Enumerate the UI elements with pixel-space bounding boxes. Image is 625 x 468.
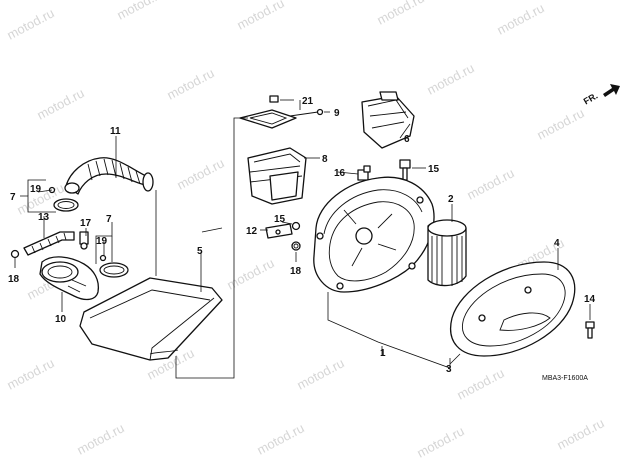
callout-2: 2 xyxy=(448,194,454,205)
part-16-grommet xyxy=(357,165,371,181)
watermark: motod.ru xyxy=(454,365,506,402)
callout-6: 6 xyxy=(404,134,410,145)
part-2-filter-element xyxy=(427,219,467,287)
callout-16: 16 xyxy=(334,168,346,179)
callout-10: 10 xyxy=(55,314,67,325)
callout-4: 4 xyxy=(554,238,560,249)
watermark: motod.ru xyxy=(534,105,586,142)
watermark: motod.ru xyxy=(424,60,476,97)
callout-15-lower: 15 xyxy=(274,214,286,225)
watermark: motod.ru xyxy=(234,0,286,33)
watermark: motod.ru xyxy=(164,65,216,102)
front-direction-indicator: FR. xyxy=(582,84,620,106)
callout-18-left: 18 xyxy=(8,274,20,285)
callout-7-upper: 7 xyxy=(10,192,16,203)
callout-12: 12 xyxy=(246,226,258,237)
callout-5: 5 xyxy=(197,246,203,257)
callout-14: 14 xyxy=(584,294,596,305)
watermark: motod.ru xyxy=(554,415,606,452)
callout-21: 21 xyxy=(302,96,314,107)
callout-labels: 11 7 19 13 17 7 19 18 10 5 21 9 8 16 6 1… xyxy=(8,96,596,375)
part-15-bolt-lower xyxy=(291,221,301,231)
watermark: motod.ru xyxy=(74,420,126,457)
watermark: motod.ru xyxy=(224,255,276,292)
watermark: motod.ru xyxy=(254,420,306,457)
callout-9: 9 xyxy=(334,108,340,119)
front-label: FR. xyxy=(582,91,600,107)
part-15-bolt-upper xyxy=(399,159,411,181)
watermark: motod.ru xyxy=(494,0,546,37)
callout-19-lower: 19 xyxy=(96,236,108,247)
part-7-clamp-lower xyxy=(99,254,129,278)
part-11-intake-tube xyxy=(64,157,154,195)
part-18-clip-right xyxy=(291,241,301,251)
callout-3: 3 xyxy=(446,364,452,375)
callout-1: 1 xyxy=(380,348,386,359)
callout-13: 13 xyxy=(38,212,50,223)
watermark: motod.ru xyxy=(114,0,166,23)
part-9-gasket xyxy=(239,95,324,129)
part-12-drain-plug xyxy=(265,223,293,239)
callout-19-upper: 19 xyxy=(30,184,42,195)
watermark: motod.ru xyxy=(4,5,56,42)
callout-15-upper: 15 xyxy=(428,164,440,175)
callout-8: 8 xyxy=(322,154,328,165)
part-6-snorkel xyxy=(361,91,415,149)
front-arrow-icon xyxy=(603,84,620,97)
diagram-code: MBA3-F1600A xyxy=(542,375,588,382)
part-17-clip xyxy=(79,231,89,250)
watermark: motod.ru xyxy=(4,355,56,392)
part-1-air-cleaner-housing xyxy=(313,176,435,293)
watermark: motod.ru xyxy=(414,423,466,460)
watermark: motod.ru xyxy=(294,355,346,392)
part-14-screw xyxy=(585,321,595,339)
callout-7-lower: 7 xyxy=(106,214,112,225)
part-13-breather-hose xyxy=(10,231,75,259)
callout-11: 11 xyxy=(110,126,121,137)
callout-18-right: 18 xyxy=(290,266,302,277)
callout-17: 17 xyxy=(80,218,92,229)
watermark: motod.ru xyxy=(174,155,226,192)
part-4-outer-cover xyxy=(450,261,576,357)
part-10-intake-joint xyxy=(39,256,100,301)
part-5-cover xyxy=(79,277,223,361)
watermark: motod.ru xyxy=(464,165,516,202)
watermark-layer: motod.ru motod.ru motod.ru motod.ru moto… xyxy=(4,0,606,461)
watermark: motod.ru xyxy=(374,0,426,28)
watermark: motod.ru xyxy=(34,85,86,122)
leader-lines xyxy=(14,99,591,379)
part-8-air-funnel xyxy=(247,147,307,205)
